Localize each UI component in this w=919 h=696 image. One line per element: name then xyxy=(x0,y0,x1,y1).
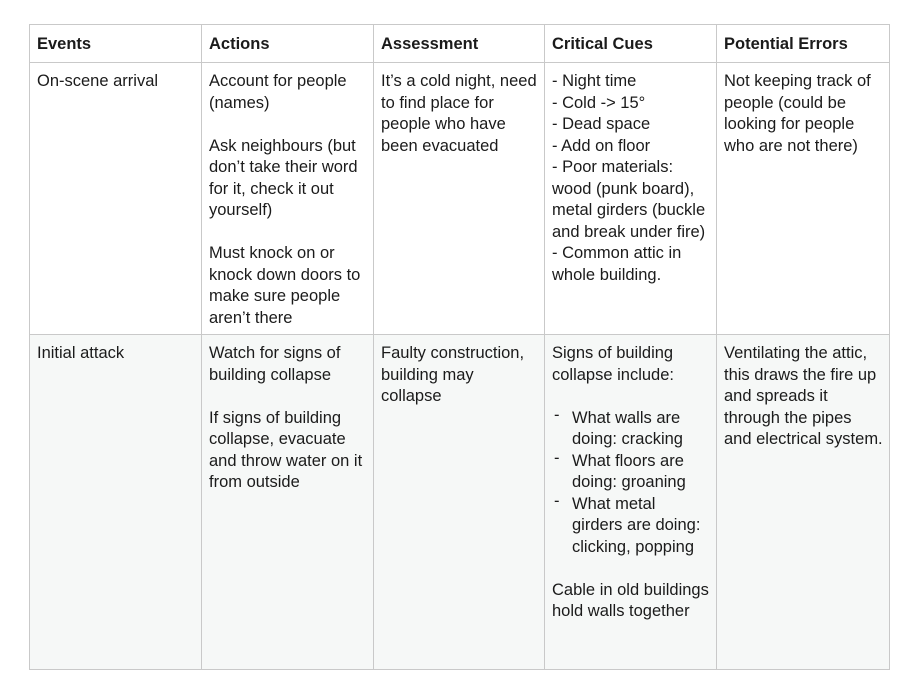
cue-line: - Cold -> 15° xyxy=(552,93,646,112)
dash-bullet: - xyxy=(554,448,560,467)
cell-event: Initial attack xyxy=(29,334,202,670)
cue-intro: Signs of building collapse include: xyxy=(552,344,674,384)
list-item-text: What metal girders are doing: clicking, … xyxy=(572,494,701,556)
header-potential-errors: Potential Errors xyxy=(716,24,890,63)
header-events: Events xyxy=(29,24,202,63)
cell-actions: Watch for signs of building collapse If … xyxy=(201,334,374,670)
cue-line: - Common attic in whole building. xyxy=(552,244,682,284)
action-text: If signs of building collapse, evacuate … xyxy=(209,408,363,492)
cognitive-task-table-container: Events Actions Assessment Critical Cues … xyxy=(29,24,890,670)
cognitive-task-table: Events Actions Assessment Critical Cues … xyxy=(29,24,890,670)
cell-critical-cues: - Night time - Cold -> 15° - Dead space … xyxy=(544,62,717,335)
action-text: Must knock on or knock down doors to mak… xyxy=(209,244,361,327)
action-text: Ask neighbours (but don’t take their wor… xyxy=(209,136,358,220)
dash-bullet: - xyxy=(554,405,560,424)
cue-line: - Dead space xyxy=(552,115,651,133)
cell-potential-errors: Ventilating the attic, this draws the fi… xyxy=(716,334,890,670)
action-text: Watch for signs of building collapse xyxy=(209,344,341,384)
cue-line: - Add on floor xyxy=(552,136,651,155)
table-row: On-scene arrival Account for people (nam… xyxy=(29,62,890,335)
header-actions: Actions xyxy=(201,24,374,63)
cue-line: - Night time xyxy=(552,72,637,90)
action-text: Account for people (names) xyxy=(209,72,347,112)
cue-line: - Poor materials: wood (punk board), met… xyxy=(552,158,706,241)
list-item-text: What walls are doing: cracking xyxy=(572,408,683,449)
cell-assessment: Faulty construction, building may collap… xyxy=(373,334,545,670)
cell-critical-cues: Signs of building collapse include: -Wha… xyxy=(544,334,717,670)
cell-assessment: It’s a cold night, need to find place fo… xyxy=(373,62,545,335)
list-item: -What floors are doing: groaning xyxy=(552,448,710,494)
list-item-text: What floors are doing: groaning xyxy=(572,451,686,492)
cue-outro: Cable in old buildings hold walls togeth… xyxy=(552,580,709,621)
cell-actions: Account for people (names) Ask neighbour… xyxy=(201,62,374,335)
cell-potential-errors: Not keeping track of people (could be lo… xyxy=(716,62,890,335)
header-critical-cues: Critical Cues xyxy=(544,24,717,63)
cell-event: On-scene arrival xyxy=(29,62,202,335)
list-item: -What metal girders are doing: clicking,… xyxy=(552,491,710,559)
list-item: -What walls are doing: cracking xyxy=(552,405,710,451)
dash-bullet: - xyxy=(554,491,560,510)
table-row: Initial attack Watch for signs of buildi… xyxy=(29,334,890,670)
cue-list: -What walls are doing: cracking -What fl… xyxy=(552,405,710,559)
header-assessment: Assessment xyxy=(373,24,545,63)
header-row: Events Actions Assessment Critical Cues … xyxy=(29,24,890,63)
